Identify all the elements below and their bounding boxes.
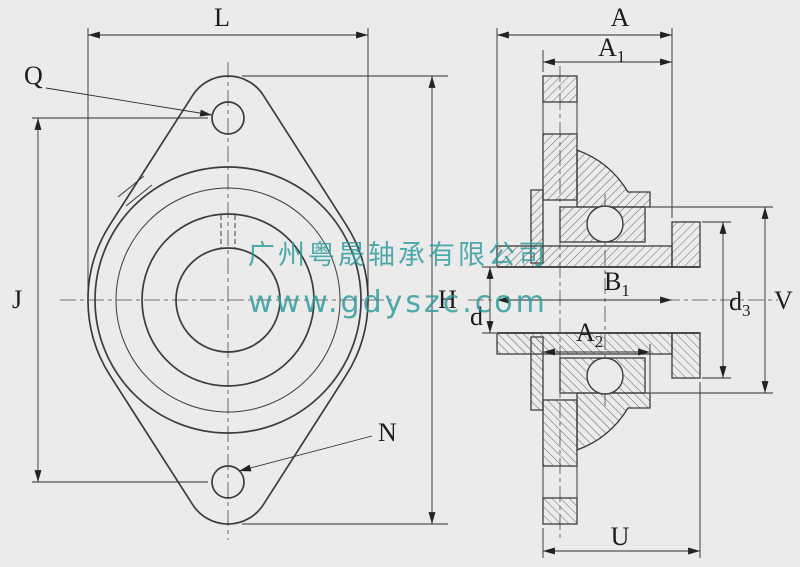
bottom-bolt-hole [211, 465, 245, 499]
dim-label-J: J [12, 285, 22, 314]
section-lower-half [496, 332, 701, 525]
dim-A: A [496, 3, 673, 242]
dim-N: N [238, 418, 397, 472]
dim-Q: Q [24, 61, 213, 117]
flange-outline [87, 75, 369, 525]
housing-rim-circle [94, 166, 362, 434]
flange-lobe-section [542, 75, 578, 103]
watermark-website-text: www.gdyszc.com [248, 285, 548, 320]
dim-A2: A2 [543, 318, 651, 392]
dim-label-U: U [611, 522, 630, 551]
dimensions: L Q J H N A [12, 3, 793, 558]
dim-d: d [470, 266, 496, 334]
dim-A1: A1 [542, 33, 672, 72]
setscrew-hidden-lines [220, 215, 236, 248]
back-boss-circle [115, 187, 341, 413]
cast-marks [117, 175, 153, 207]
locking-collar-section [671, 221, 701, 268]
dim-U: U [542, 382, 701, 558]
bearing-ball [586, 205, 624, 243]
dim-H: H [242, 75, 457, 525]
dim-label-L: L [214, 3, 230, 32]
dim-label-d: d [470, 302, 483, 331]
section-upper-half [496, 75, 701, 268]
dim-label-Q: Q [24, 61, 43, 90]
dim-label-N: N [378, 418, 397, 447]
dim-label-A1: A1 [598, 33, 625, 66]
watermark: 广州粤晟轴承有限公司 www.gdyszc.com [248, 240, 548, 320]
bolt-hole-edges [542, 102, 578, 134]
dim-label-V: V [774, 286, 793, 315]
watermark-company-text: 广州粤晟轴承有限公司 [248, 240, 548, 271]
dim-V: V [648, 206, 793, 394]
dim-label-H: H [438, 285, 457, 314]
front-view [60, 62, 396, 540]
bearing-seat-circle [141, 213, 315, 387]
dim-label-A: A [611, 3, 630, 32]
bore-circle [175, 247, 281, 353]
top-bolt-hole [211, 101, 245, 135]
dim-label-d3: d3 [729, 287, 751, 320]
dim-J: J [12, 117, 208, 483]
dim-L: L [87, 3, 369, 296]
dim-label-A2: A2 [576, 318, 603, 351]
dim-B1: B1 [497, 267, 672, 304]
dim-label-B1: B1 [604, 267, 630, 300]
section-view [468, 66, 778, 540]
flange-body-section [542, 133, 578, 201]
housing-boss-section [576, 149, 651, 208]
dim-d3: d3 [702, 221, 751, 379]
